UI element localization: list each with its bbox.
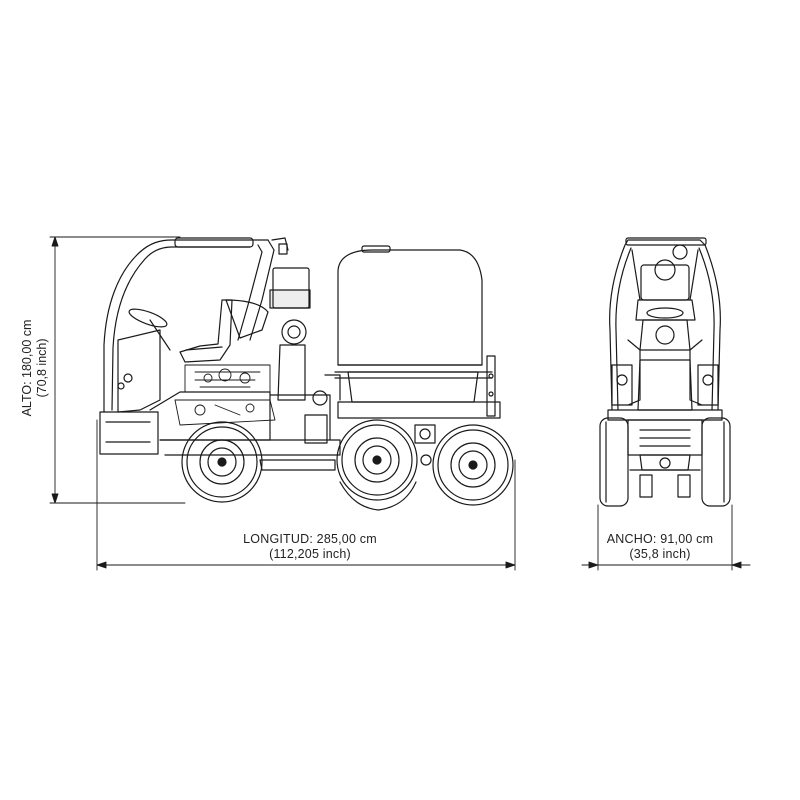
rear-wheel bbox=[433, 425, 513, 505]
engine bbox=[175, 365, 275, 425]
middle-wheel bbox=[337, 420, 417, 510]
length-dimension-label: LONGITUD: 285,00 cm (112,205 inch) bbox=[200, 532, 420, 562]
front-left-wheel bbox=[600, 418, 628, 506]
width-dimension-label: ANCHO: 91,00 cm (35,8 inch) bbox=[590, 532, 730, 562]
front-roll-cage bbox=[610, 238, 721, 410]
length-dimension-line bbox=[97, 420, 515, 570]
front-body bbox=[608, 340, 722, 420]
width-imperial-text: (35,8 inch) bbox=[629, 547, 691, 561]
front-seat bbox=[636, 300, 695, 350]
front-view bbox=[600, 238, 730, 506]
length-metric-text: LONGITUD: 285,00 cm bbox=[243, 532, 377, 546]
steering-wheel bbox=[127, 306, 170, 350]
front-wheel bbox=[182, 422, 262, 502]
front-bumper-panel bbox=[628, 420, 702, 497]
front-right-wheel bbox=[702, 418, 730, 506]
length-imperial-text: (112,205 inch) bbox=[269, 547, 351, 561]
height-dimension-line bbox=[50, 237, 185, 503]
roll-cage bbox=[104, 238, 288, 412]
width-dimension-line bbox=[582, 505, 750, 570]
height-imperial-text: (70,8 inch) bbox=[35, 338, 49, 398]
water-tank bbox=[335, 246, 500, 465]
width-metric-text: ANCHO: 91,00 cm bbox=[606, 532, 714, 546]
height-metric-text: ALTO: 180,00 cm bbox=[20, 319, 34, 417]
control-box bbox=[270, 268, 310, 400]
seat bbox=[180, 300, 268, 362]
side-view bbox=[100, 238, 513, 510]
front-control-box bbox=[641, 245, 689, 300]
